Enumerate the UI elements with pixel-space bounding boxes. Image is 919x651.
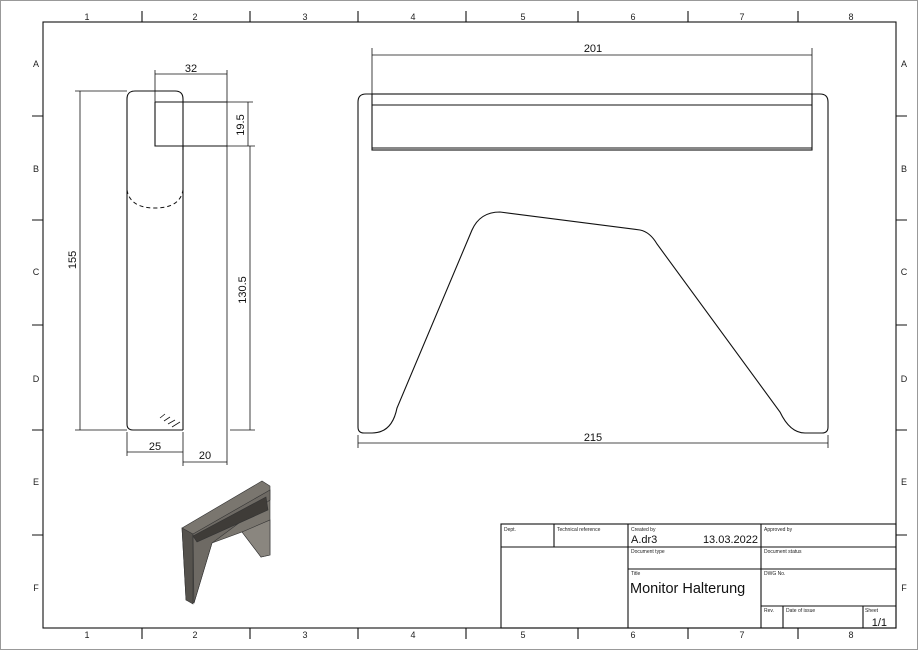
drawing-title: Monitor Halterung	[630, 581, 745, 597]
sheet-value: 1/1	[872, 617, 887, 629]
row-label: C	[901, 267, 908, 277]
created-date: 13.03.2022	[703, 534, 758, 546]
break-marks	[159, 413, 181, 428]
title-block: Dept. Technical reference Created by A.d…	[500, 523, 897, 629]
row-label: A	[33, 59, 39, 69]
col-label: 3	[302, 12, 307, 22]
row-label: B	[33, 164, 39, 174]
row-label: F	[901, 583, 907, 593]
front-view-lip	[371, 93, 813, 151]
row-label: C	[33, 267, 40, 277]
dept-label: Dept.	[504, 527, 516, 533]
side-view: 155 32 19.5 130.5 25 20	[67, 63, 255, 466]
dim-201: 201	[584, 43, 602, 55]
row-label: A	[901, 59, 907, 69]
col-label: 4	[410, 12, 415, 22]
column-labels-top: 1 2 3 4 5 6 7 8	[84, 12, 853, 22]
lip-edges	[372, 104, 812, 149]
row-labels-right: A B C D E F	[901, 59, 908, 593]
rev-label: Rev.	[764, 608, 774, 614]
row-label: E	[33, 477, 39, 487]
col-label: 2	[192, 12, 197, 22]
front-view: 201 215	[357, 43, 829, 448]
document-type-label: Document type	[631, 549, 665, 555]
dim-130-5: 130.5	[237, 276, 249, 304]
date-of-issue-label: Date of issue	[786, 608, 815, 614]
row-label: D	[901, 374, 908, 384]
dim-215: 215	[584, 432, 602, 444]
col-label: 7	[739, 630, 744, 640]
dim-25: 25	[149, 441, 161, 453]
dim-19-5: 19.5	[235, 114, 247, 135]
dim-20: 20	[199, 450, 211, 462]
row-labels-left: A B C D E F	[33, 59, 40, 593]
col-label: 5	[520, 12, 525, 22]
column-labels-bottom: 1 2 3 4 5 6 7 8	[84, 630, 853, 640]
col-label: 5	[520, 630, 525, 640]
row-label: D	[33, 374, 40, 384]
sheet-label: Sheet	[865, 608, 879, 614]
isometric-view	[181, 480, 271, 605]
side-view-lip	[154, 101, 227, 150]
created-by-value: A.dr3	[631, 534, 657, 546]
dim-155: 155	[67, 251, 79, 269]
col-label: 7	[739, 12, 744, 22]
row-label: B	[901, 164, 907, 174]
hidden-edge	[126, 189, 184, 209]
title-label: Title	[631, 571, 640, 577]
dim-32: 32	[185, 63, 197, 75]
col-label: 4	[410, 630, 415, 640]
created-by-label: Created by	[631, 527, 656, 533]
col-label: 8	[848, 630, 853, 640]
row-label: E	[901, 477, 907, 487]
document-status-label: Document status	[764, 549, 802, 555]
technical-reference-label: Technical reference	[557, 527, 601, 533]
col-label: 8	[848, 12, 853, 22]
col-label: 6	[630, 630, 635, 640]
col-label: 1	[84, 12, 89, 22]
side-view-outline	[126, 90, 184, 431]
col-label: 1	[84, 630, 89, 640]
approved-by-label: Approved by	[764, 527, 793, 533]
col-label: 3	[302, 630, 307, 640]
dwg-no-label: DWG No.	[764, 571, 785, 577]
row-label: F	[33, 583, 39, 593]
front-view-outline	[357, 93, 829, 434]
col-label: 6	[630, 12, 635, 22]
column-ticks	[32, 11, 907, 639]
col-label: 2	[192, 630, 197, 640]
